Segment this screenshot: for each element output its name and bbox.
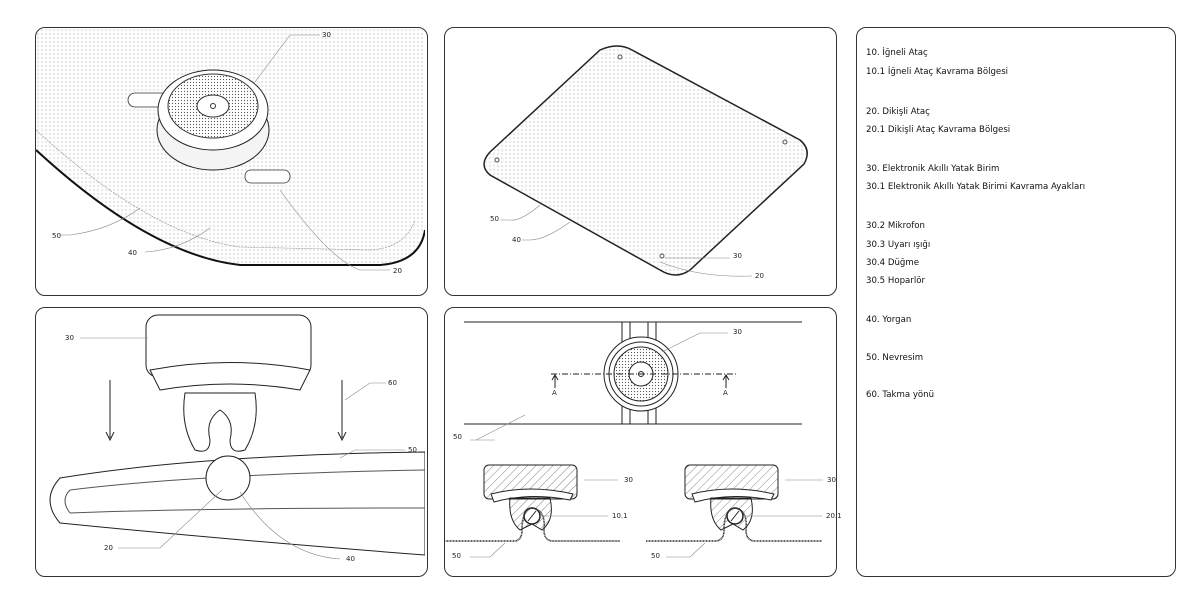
label-30: 30: [624, 476, 633, 484]
label-40: 40: [512, 236, 521, 244]
legend-item: 20.1 Dikişli Ataç Kavrama Bölgesi: [866, 125, 1011, 135]
label-50: 50: [453, 433, 462, 441]
label-60: 60: [388, 379, 397, 387]
figure-attachment-direction: [35, 307, 428, 577]
label-40: 40: [128, 249, 137, 257]
label-10-1: 10.1: [612, 512, 628, 520]
section-mark-a-left: A: [552, 389, 557, 397]
legend-item: 40. Yorgan: [866, 315, 912, 325]
legend-item: 60. Takma yönü: [866, 390, 935, 400]
legend-item: 50. Nevresim: [866, 353, 924, 363]
figure-section-views: [444, 307, 837, 577]
legend-item: 10.1 İğneli Ataç Kavrama Bölgesi: [866, 67, 1009, 77]
label-30: 30: [65, 334, 74, 342]
label-50: 50: [452, 552, 461, 560]
label-30: 30: [733, 252, 742, 260]
label-30: 30: [733, 328, 742, 336]
section-mark-a-right: A: [723, 389, 728, 397]
legend-item: 30.1 Elektronik Akıllı Yatak Birimi Kavr…: [866, 182, 1086, 192]
legend-item: 10. İğneli Ataç: [866, 48, 928, 58]
legend-item: 30. Elektronik Akıllı Yatak Birim: [866, 164, 1000, 174]
figure-bed-overview: [444, 27, 837, 296]
label-50: 50: [408, 446, 417, 454]
legend-item: 30.3 Uyarı ışığı: [866, 240, 931, 250]
legend-item: 30.5 Hoparlör: [866, 276, 926, 286]
label-20: 20: [755, 272, 764, 280]
label-30: 30: [322, 31, 331, 39]
legend-item: 30.4 Düğme: [866, 258, 920, 268]
label-20-1: 20.1: [826, 512, 842, 520]
legend-panel: [856, 27, 1176, 577]
label-50: 50: [490, 215, 499, 223]
figure-perspective-closeup: [35, 27, 428, 296]
label-50: 50: [52, 232, 61, 240]
label-20: 20: [104, 544, 113, 552]
label-50: 50: [651, 552, 660, 560]
label-20: 20: [393, 267, 402, 275]
label-40: 40: [346, 555, 355, 563]
legend-item: 20. Dikişli Ataç: [866, 107, 930, 117]
label-30: 30: [827, 476, 836, 484]
legend-item: 30.2 Mikrofon: [866, 221, 925, 231]
